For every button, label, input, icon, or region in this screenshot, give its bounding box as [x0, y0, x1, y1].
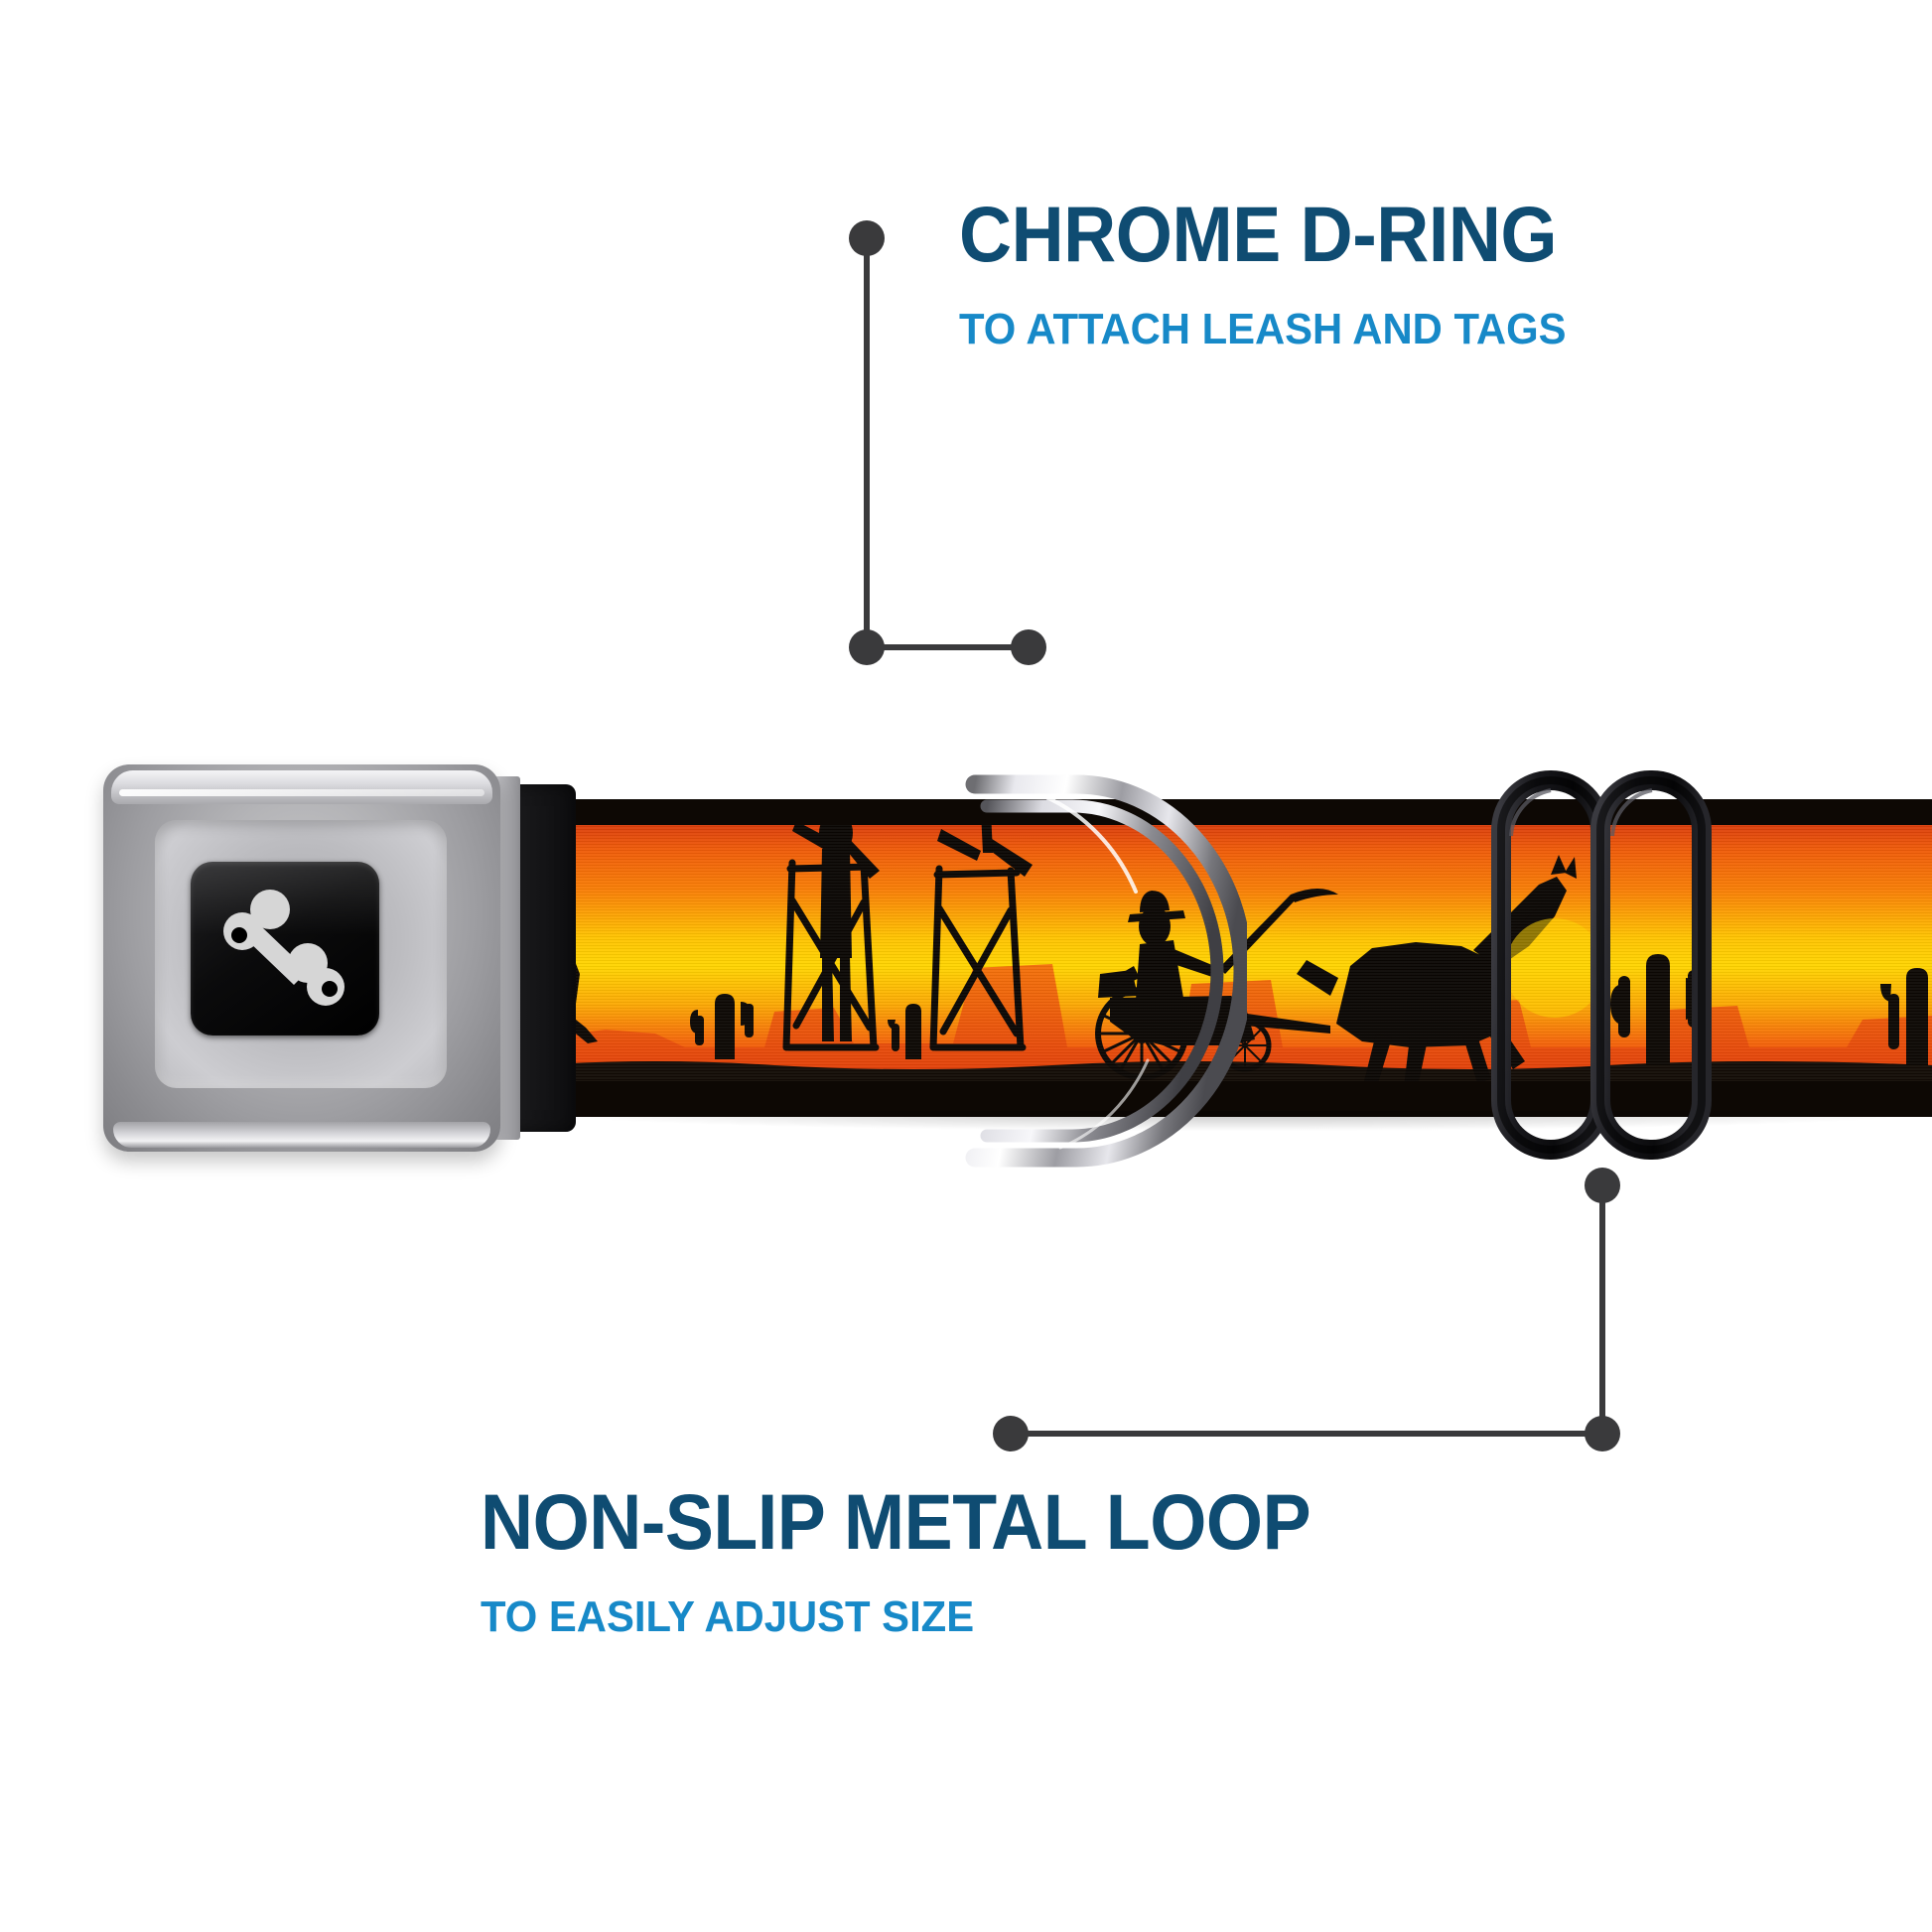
buckle-top-rim-highlight: [111, 770, 492, 804]
non-slip-metal-loop[interactable]: [1489, 766, 1716, 1164]
leader-dot-d-ring-end: [1011, 629, 1046, 665]
buckle-bottom-rim-highlight: [113, 1122, 490, 1148]
bone-icon: [223, 890, 345, 1006]
leader-line-d-ring-vertical: [864, 238, 870, 647]
buckle-logo-plate[interactable]: [191, 862, 379, 1035]
chrome-d-ring[interactable]: [949, 762, 1253, 1179]
leader-line-loop-horizontal: [1011, 1431, 1602, 1437]
leader-dot-d-ring-elbow: [849, 629, 885, 665]
leader-dot-loop-end: [993, 1416, 1029, 1451]
callout-subtitle-metal-loop: TO EASILY ADJUST SIZE: [481, 1592, 975, 1641]
callout-subtitle-chrome-d-ring: TO ATTACH LEASH AND TAGS: [959, 305, 1567, 353]
seatbelt-buckle[interactable]: [103, 764, 500, 1152]
leader-line-loop-vertical: [1599, 1185, 1605, 1434]
leader-dot-loop-elbow: [1585, 1416, 1620, 1451]
leader-line-d-ring-horizontal: [864, 644, 1031, 650]
callout-title-metal-loop: NON-SLIP METAL LOOP: [481, 1477, 1311, 1566]
callout-title-chrome-d-ring: CHROME D-RING: [959, 190, 1558, 278]
